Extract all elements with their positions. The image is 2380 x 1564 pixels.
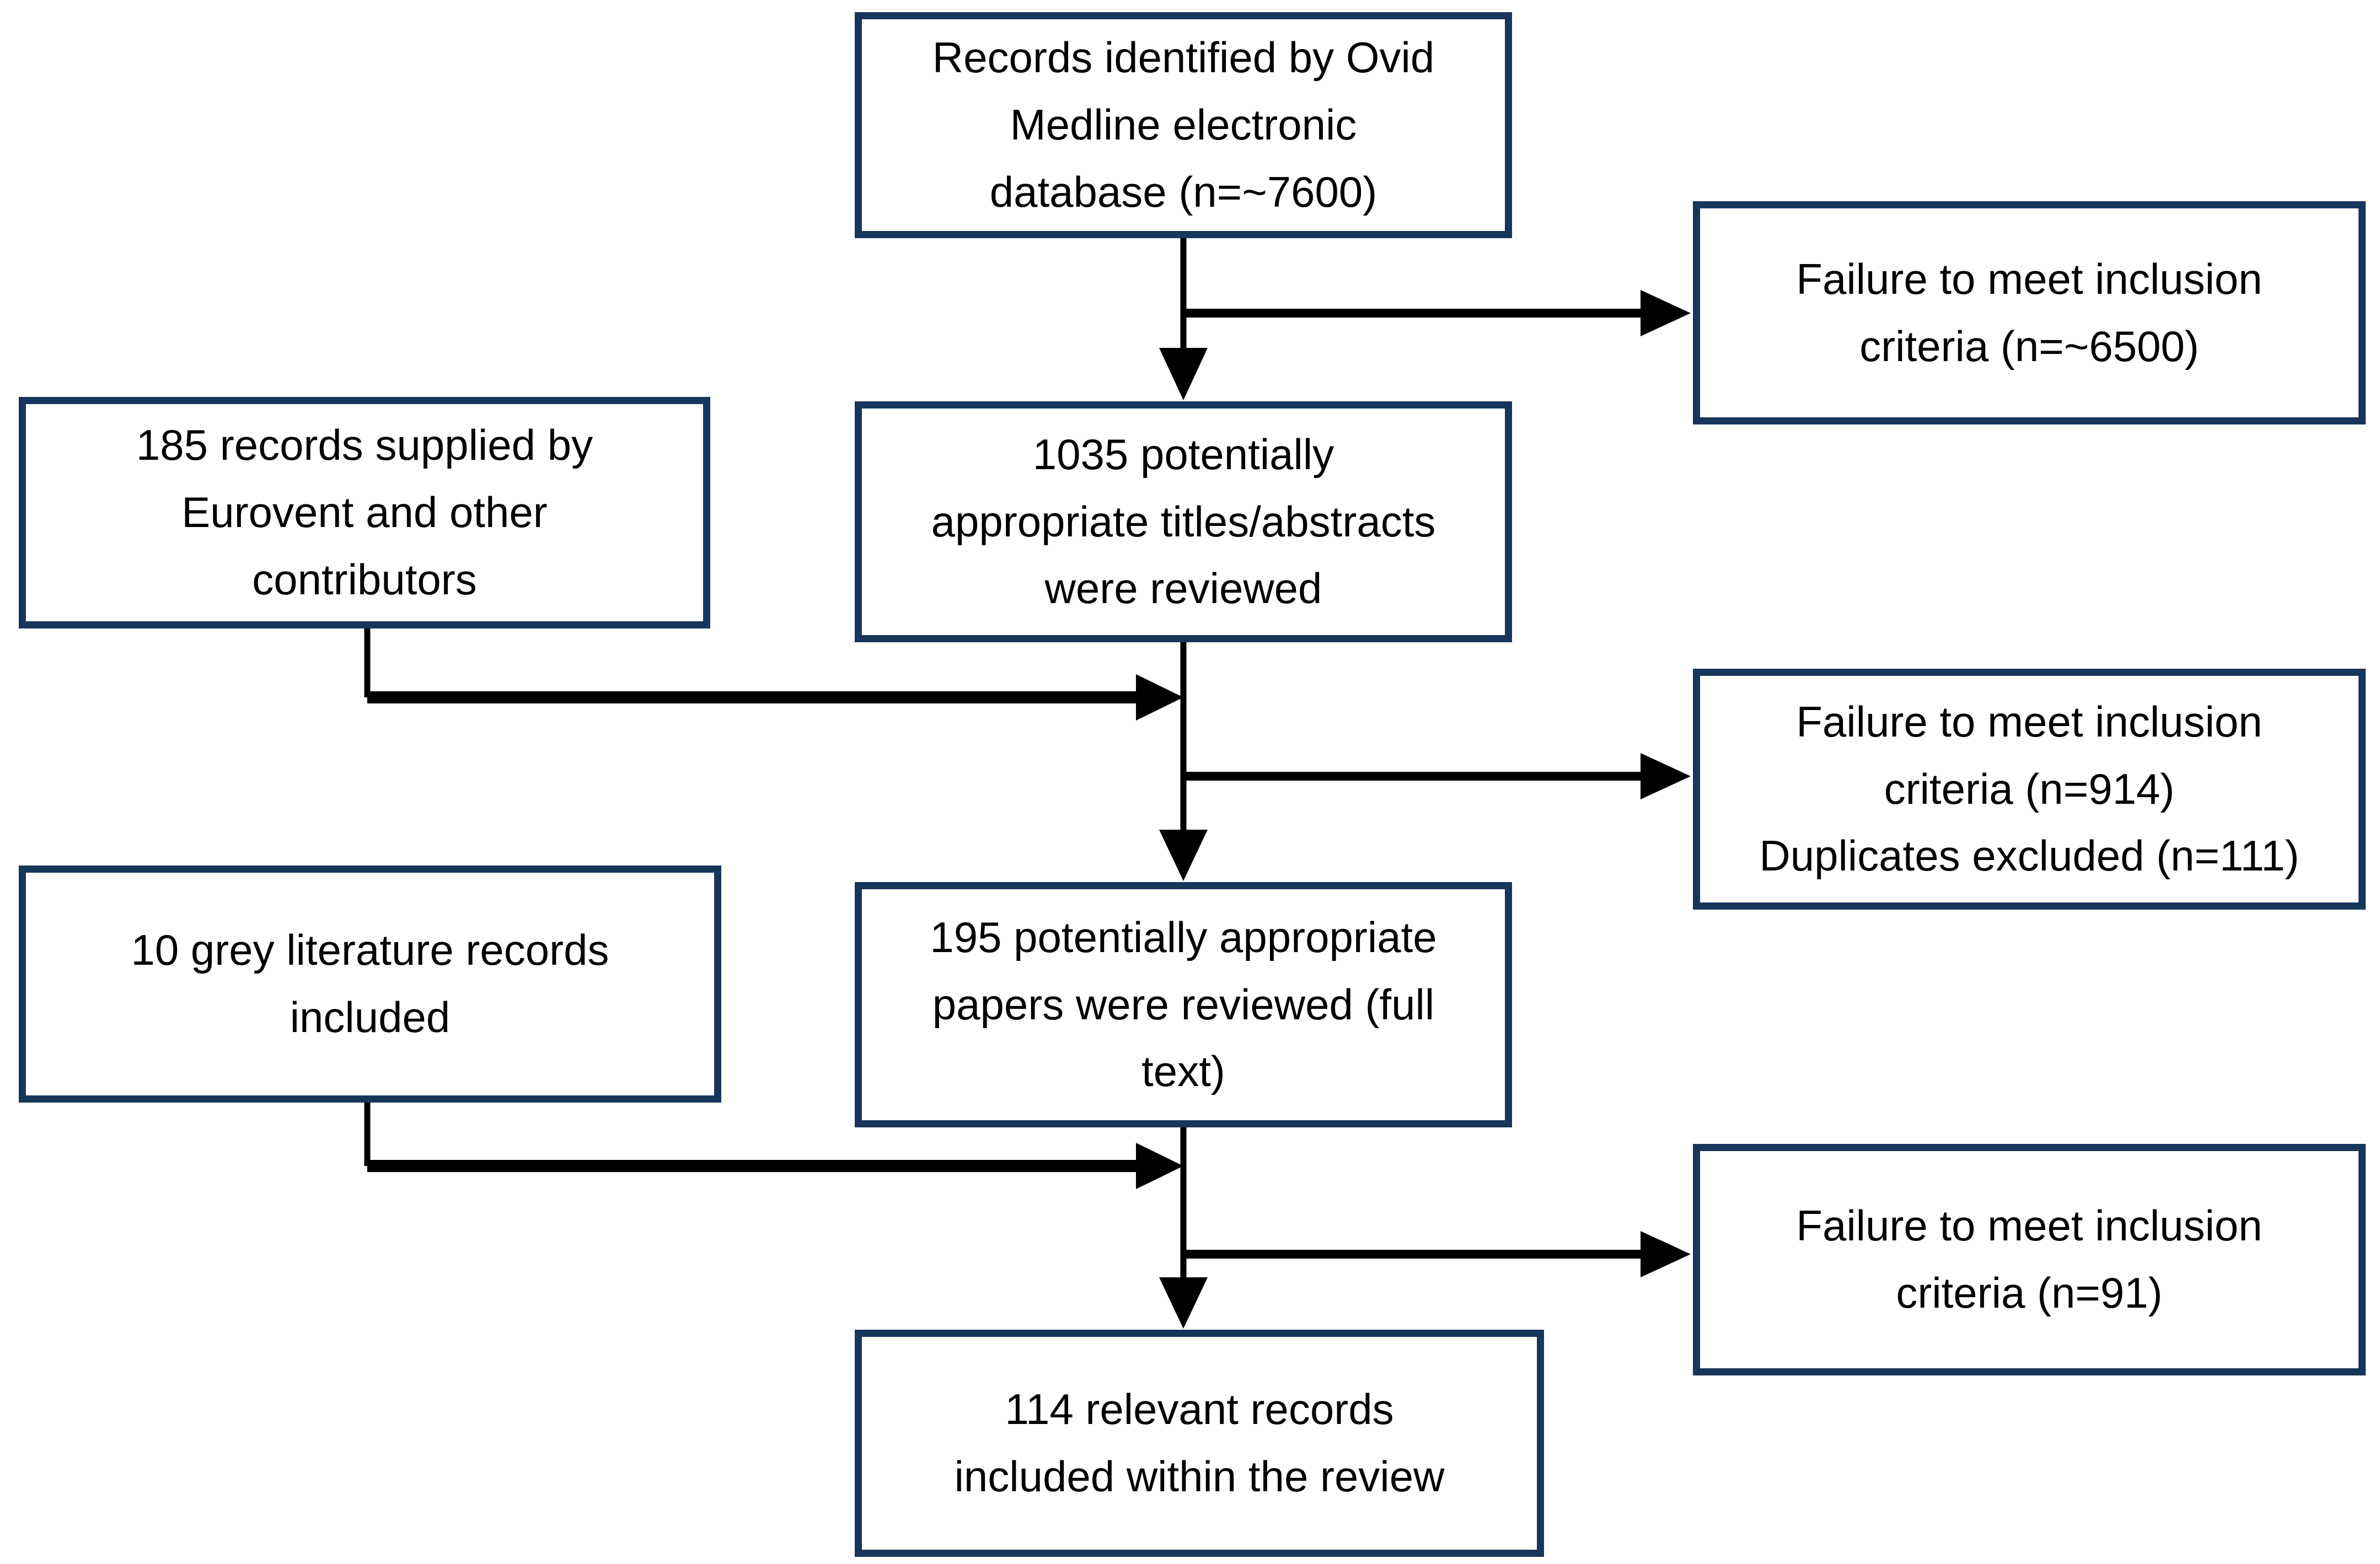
- box-failure-inclusion-1: Failure to meet inclusion criteria (n=~6…: [1693, 201, 2366, 424]
- arrow-papers-to-included-head: [1159, 1277, 1208, 1329]
- box-records-included: 114 relevant records included within the…: [855, 1330, 1544, 1557]
- branch-to-excluded2-head: [1641, 753, 1691, 799]
- box-grey-literature: 10 grey literature records included: [19, 866, 721, 1103]
- box-failure-inclusion-3: Failure to meet inclusion criteria (n=91…: [1693, 1144, 2366, 1375]
- elbow-eurovent-head: [1136, 674, 1183, 721]
- arrow-identified-to-titles-head: [1159, 348, 1208, 400]
- box-failure-inclusion-2: Failure to meet inclusion criteria (n=91…: [1693, 669, 2366, 910]
- branch-to-excluded3-head: [1641, 1231, 1691, 1277]
- box-records-identified: Records identified by Ovid Medline elect…: [855, 12, 1512, 238]
- elbow-grey-head: [1136, 1143, 1183, 1189]
- box-papers-reviewed: 195 potentially appropriate papers were …: [855, 882, 1512, 1127]
- arrow-titles-to-papers-head: [1159, 830, 1208, 881]
- branch-to-excluded1-head: [1641, 290, 1691, 336]
- box-eurovent-records: 185 records supplied by Eurovent and oth…: [19, 397, 710, 628]
- box-titles-abstracts-reviewed: 1035 potentially appropriate titles/abst…: [855, 401, 1512, 642]
